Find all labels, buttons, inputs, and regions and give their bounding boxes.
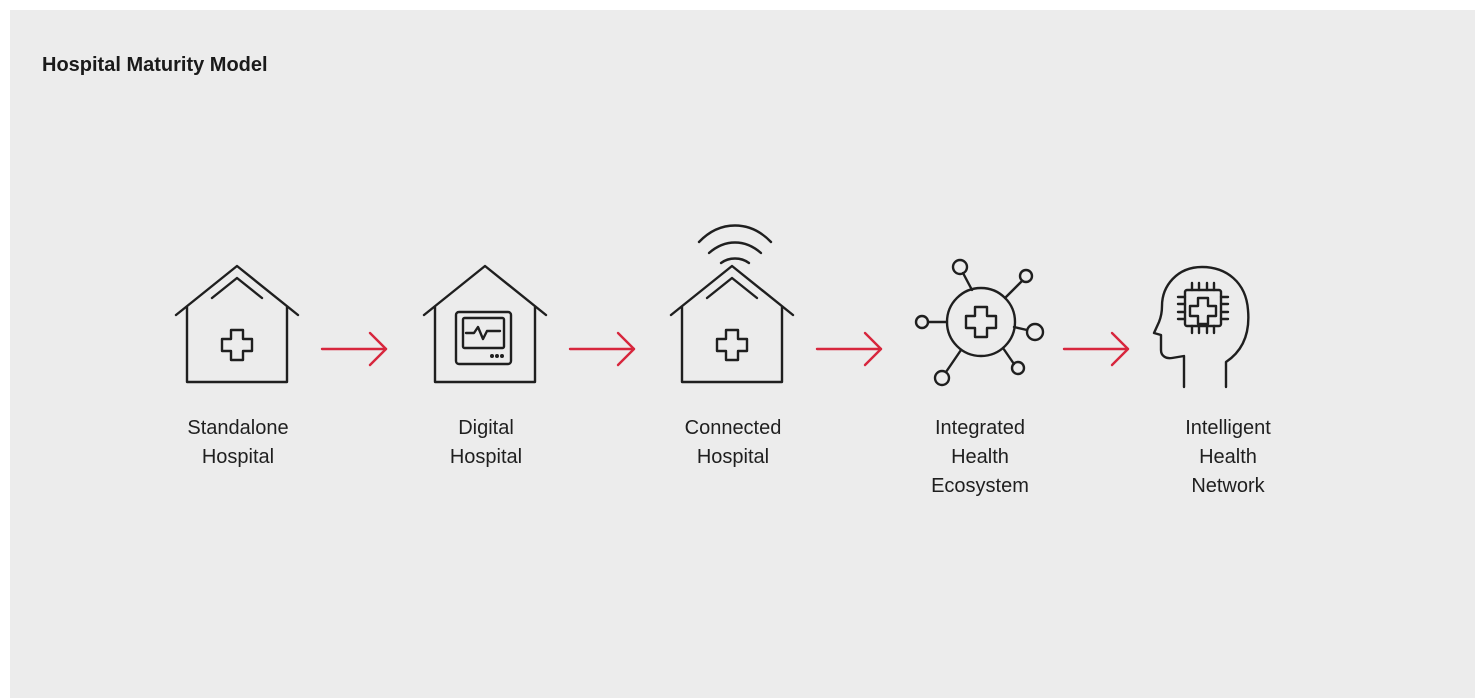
network-cross-icon [914,258,1045,387]
arrow-right-icon [568,331,636,367]
head-chip-cross-icon [1152,265,1250,389]
stage-label-digital-hospital: Digital Hospital [449,417,523,468]
house-wifi-cross-icon [669,224,795,384]
arrow-right-icon [320,331,388,367]
diagram-title: Hospital Maturity Model [42,54,268,76]
house-heart-monitor-icon [422,264,548,384]
stage-label-standalone-hospital: Standalone Hospital [187,417,289,468]
stage-label-connected-hospital: Connected Hospital [684,417,782,468]
arrow-right-icon [815,331,883,367]
stage-label-integrated-health-ecosystem: Integrated Health Ecosystem [931,417,1029,497]
arrow-right-icon [1062,331,1130,367]
stage-label-intelligent-health-network: Intelligent Health Network [1185,417,1271,497]
diagram-panel [10,10,1475,698]
house-cross-icon [174,264,300,384]
